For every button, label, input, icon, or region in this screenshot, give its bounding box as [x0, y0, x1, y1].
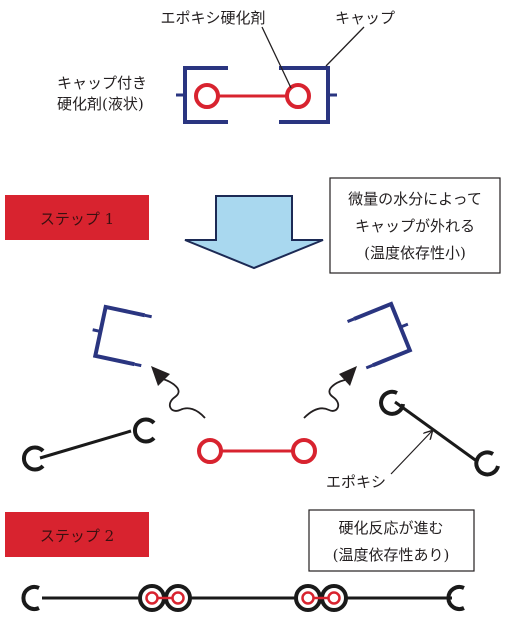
step1-note-line3: (温度依存性小) [364, 244, 466, 262]
cured-polymer-chain [21, 584, 465, 612]
step1-note-box [329, 177, 501, 274]
epoxy-molecule-right [379, 389, 500, 477]
leader-epoxy [390, 431, 432, 475]
label-epoxy: エポキシ [326, 473, 386, 491]
step2-note-box [308, 509, 475, 572]
hardener-end-left [194, 83, 220, 109]
step1-banner [5, 195, 149, 240]
wavy-arrow-left [151, 366, 206, 419]
released-cap-right [346, 301, 413, 370]
step2-note-line1: 硬化反応が進む [338, 519, 443, 537]
label-capped-hardener-1: キャップ付き [57, 74, 147, 92]
hardener-end-right [285, 83, 311, 109]
down-arrow [184, 195, 324, 270]
label-capped-hardener-2: 硬化剤(液状) [57, 95, 144, 113]
step2-banner [5, 512, 149, 557]
step2-label: ステップ 2 [40, 527, 114, 545]
epoxy-molecule-left [21, 417, 156, 472]
capped-hardener-molecule [176, 66, 337, 124]
step2-note-line2: (温度依存性あり) [333, 546, 450, 564]
crosslink-node-2 [294, 584, 348, 612]
released-cap-left [92, 304, 152, 368]
wavy-arrow-right [303, 366, 357, 419]
crosslink-node-1 [138, 584, 192, 612]
chain-end-right [446, 585, 465, 611]
step1-note-line1: 微量の水分によって [348, 190, 482, 208]
chain-end-left [21, 585, 40, 611]
step1-label: ステップ 1 [40, 210, 114, 228]
label-cap: キャップ [335, 9, 395, 27]
freed-hardener [197, 438, 317, 464]
leader-cap [325, 26, 365, 67]
step1-note-line2: キャップが外れる [355, 217, 475, 235]
label-epoxy-hardener: エポキシ硬化剤 [160, 9, 265, 27]
leader-epoxy-hardener [261, 26, 292, 89]
